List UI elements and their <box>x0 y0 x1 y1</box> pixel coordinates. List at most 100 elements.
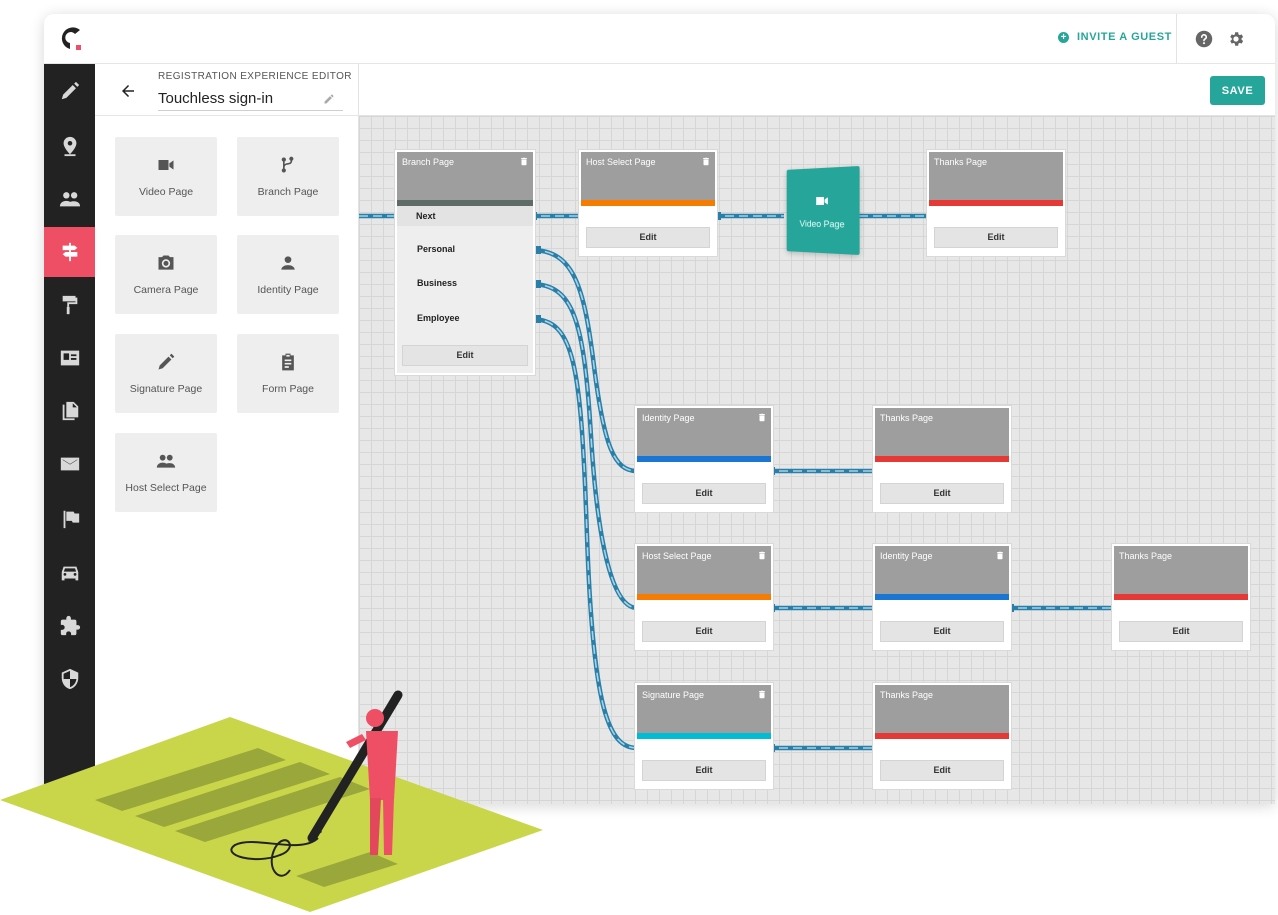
node-header <box>637 685 771 733</box>
topbar-divider <box>1176 14 1177 64</box>
back-arrow-icon[interactable] <box>119 82 137 100</box>
edit-button[interactable]: Edit <box>402 345 528 366</box>
car-icon <box>61 566 78 581</box>
tile-branch-page[interactable]: Branch Page <box>237 137 339 216</box>
edit-button[interactable]: Edit <box>642 483 766 504</box>
tile-identity-page[interactable]: Identity Page <box>237 235 339 314</box>
branch-next-label: Next <box>416 211 436 221</box>
save-button[interactable]: SAVE <box>1210 76 1265 105</box>
branch-option-business: Business <box>417 278 458 288</box>
canvas-toolbar: SAVE <box>359 64 1275 116</box>
shield-icon <box>61 668 78 690</box>
trash-icon[interactable] <box>757 412 767 423</box>
edit-button[interactable]: Edit <box>642 760 766 781</box>
nav-item-security[interactable] <box>44 654 95 704</box>
nav-item-people[interactable] <box>44 174 95 224</box>
node-title: Branch Page <box>402 157 455 167</box>
trash-icon[interactable] <box>519 156 529 167</box>
help-icon[interactable] <box>1195 30 1213 48</box>
node-header <box>637 408 771 456</box>
node-title: Host Select Page <box>642 551 712 561</box>
node-title: Host Select Page <box>586 157 656 167</box>
node-header <box>397 152 533 200</box>
node-thanks-page[interactable]: Thanks Page Edit <box>927 150 1065 256</box>
node-header <box>929 152 1063 200</box>
tile-camera-page[interactable]: Camera Page <box>115 235 217 314</box>
badge-icon <box>60 350 79 366</box>
node-header <box>1114 546 1248 594</box>
nav-item-flags[interactable] <box>44 494 95 544</box>
node-color-bar <box>397 200 533 206</box>
node-identity-page[interactable]: Identity Page Edit <box>635 406 773 512</box>
trash-icon[interactable] <box>757 689 767 700</box>
flow-canvas[interactable]: Branch Page Next Personal Business Emplo… <box>359 116 1275 804</box>
node-branch-page[interactable]: Branch Page Next Personal Business Emplo… <box>395 150 535 375</box>
nav-item-flows[interactable] <box>44 227 95 277</box>
editor-label: REGISTRATION EXPERIENCE EDITOR <box>158 71 352 82</box>
flow-name-field[interactable]: Touchless sign-in <box>158 90 343 111</box>
pen-icon <box>61 81 79 100</box>
dragging-video-page[interactable]: Video Page <box>786 165 860 256</box>
nav-item-documents[interactable] <box>44 386 95 436</box>
edit-button[interactable]: Edit <box>642 621 766 642</box>
invite-guest-button[interactable]: + INVITE A GUEST <box>1058 31 1172 43</box>
node-title: Identity Page <box>642 413 695 423</box>
person-icon <box>281 256 295 270</box>
gear-icon[interactable] <box>1227 30 1245 48</box>
main-sidebar <box>44 64 95 804</box>
camera-icon <box>158 255 174 270</box>
node-color-bar <box>637 456 771 462</box>
trash-icon[interactable] <box>757 550 767 561</box>
people-icon <box>156 454 176 468</box>
node-color-bar <box>637 733 771 739</box>
nav-item-parking[interactable] <box>44 548 95 598</box>
edit-button[interactable]: Edit <box>934 227 1058 248</box>
node-title: Thanks Page <box>880 690 934 700</box>
puzzle-icon <box>60 615 80 636</box>
edit-button[interactable]: Edit <box>880 483 1004 504</box>
nav-item-locations[interactable] <box>44 121 95 171</box>
nav-item-messages[interactable] <box>44 439 95 489</box>
node-host-select-page[interactable]: Host Select Page Edit <box>579 150 717 256</box>
mail-icon <box>60 457 79 471</box>
tile-label: Form Page <box>262 383 314 395</box>
tile-label: Video Page <box>138 186 194 198</box>
tile-video-page[interactable]: Video Page <box>115 137 217 216</box>
location-pin-icon <box>63 136 76 157</box>
panel-header: REGISTRATION EXPERIENCE EDITOR Touchless… <box>95 64 359 116</box>
node-header <box>875 408 1009 456</box>
documents-icon <box>62 401 78 421</box>
tile-label: Signature Page <box>129 383 203 395</box>
node-header <box>875 546 1009 594</box>
flag-icon <box>63 510 79 529</box>
node-signature-page[interactable]: Signature Page Edit <box>635 683 773 789</box>
top-bar: + INVITE A GUEST <box>44 14 1275 64</box>
node-identity-page[interactable]: Identity Page Edit <box>873 544 1011 650</box>
nav-item-integrations[interactable] <box>44 601 95 651</box>
node-thanks-page[interactable]: Thanks Page Edit <box>873 406 1011 512</box>
nav-item-editor[interactable] <box>44 66 95 116</box>
tile-label: Identity Page <box>257 284 319 296</box>
edit-name-icon[interactable] <box>323 93 335 105</box>
trash-icon[interactable] <box>995 550 1005 561</box>
edit-button[interactable]: Edit <box>880 760 1004 781</box>
node-title: Identity Page <box>880 551 933 561</box>
nav-item-branding[interactable] <box>44 280 95 330</box>
edit-button[interactable]: Edit <box>586 227 710 248</box>
node-color-bar <box>875 594 1009 600</box>
people-icon <box>59 192 80 207</box>
tile-form-page[interactable]: Form Page <box>237 334 339 413</box>
node-host-select-page[interactable]: Host Select Page Edit <box>635 544 773 650</box>
signing-person-illustration <box>0 690 543 912</box>
trash-icon[interactable] <box>701 156 711 167</box>
edit-button[interactable]: Edit <box>880 621 1004 642</box>
video-camera-icon <box>158 160 174 170</box>
edit-button[interactable]: Edit <box>1119 621 1243 642</box>
node-thanks-page[interactable]: Thanks Page Edit <box>1112 544 1250 650</box>
node-thanks-page[interactable]: Thanks Page Edit <box>873 683 1011 789</box>
tile-host-select-page[interactable]: Host Select Page <box>115 433 217 512</box>
nav-item-badges[interactable] <box>44 333 95 383</box>
tile-signature-page[interactable]: Signature Page <box>115 334 217 413</box>
node-title: Thanks Page <box>880 413 934 423</box>
app-logo-icon[interactable] <box>56 25 86 55</box>
